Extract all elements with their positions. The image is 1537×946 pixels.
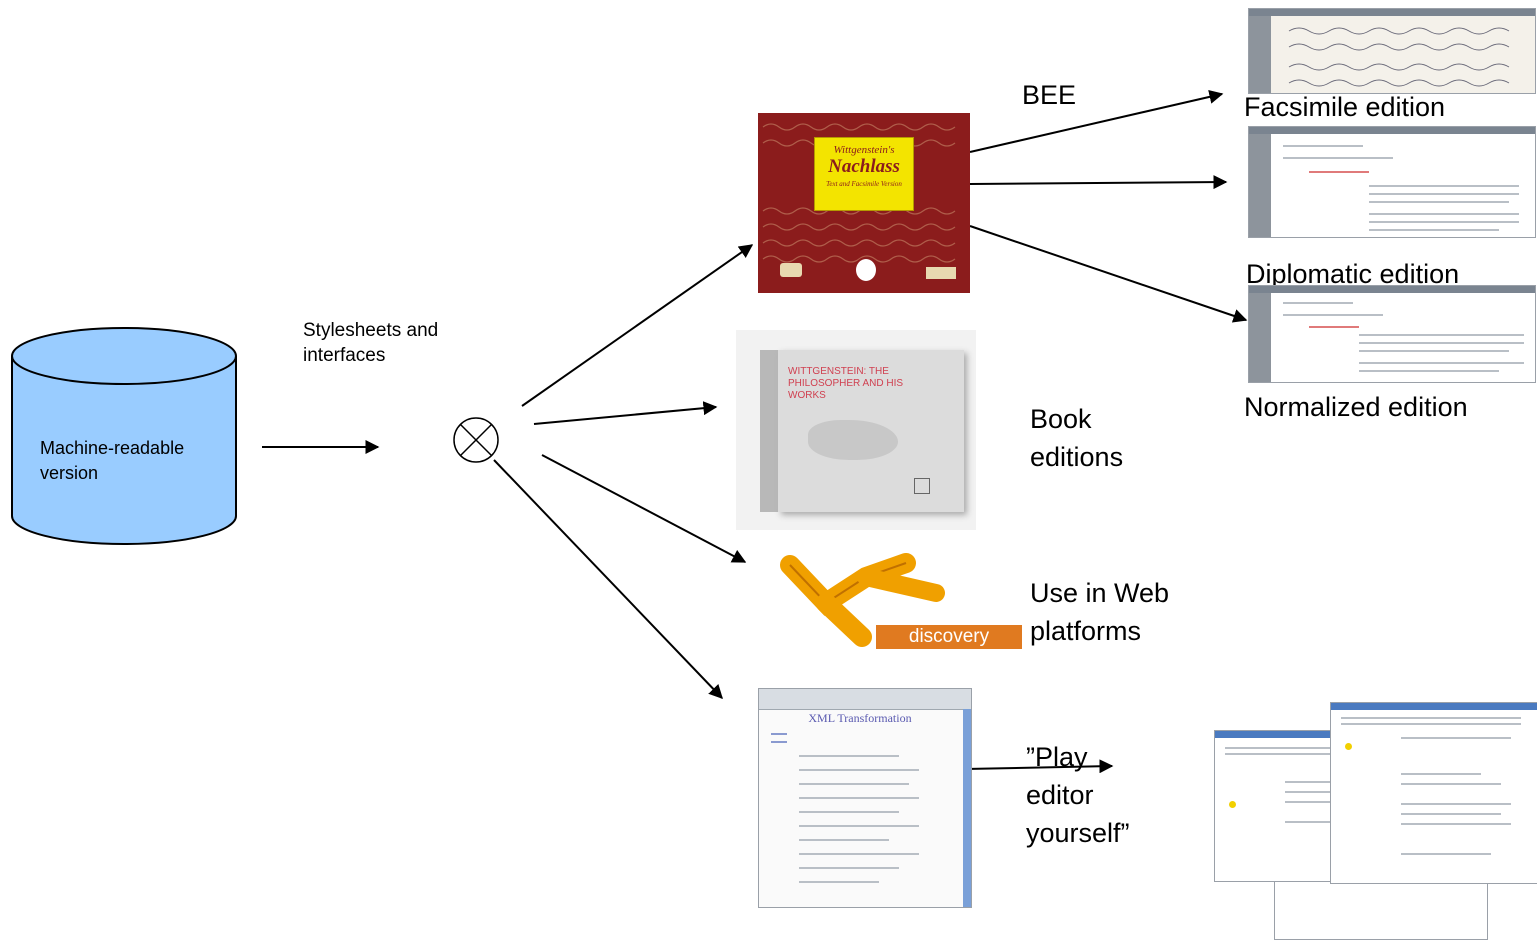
normalized-label: Normalized edition [1244,392,1468,422]
browser-toolbar [759,689,971,710]
nachlass-publisher-mark [926,267,956,279]
book-illustration [808,420,898,460]
arrow-hub-to-discovery [541,454,747,563]
stylesheets-label: Stylesheets and interfaces [303,320,439,366]
diplomatic-label: Diplomatic edition [1246,259,1460,289]
book-front: WITTGENSTEIN: THE PHILOSOPHER AND HIS WO… [778,350,964,512]
discovery-logo-mark [780,553,945,647]
window-sidebar [1249,16,1271,93]
arrow-hub-to-book [533,401,718,425]
discovery-logo: discovery [766,553,1024,653]
note-icon [1345,743,1352,750]
xml-title: XML Transformation [808,711,912,725]
normalized-screenshot [1248,285,1536,383]
book-spine [760,350,778,512]
arrow-to-normalized [969,225,1248,323]
handwriting-lines [1288,27,1510,87]
discovery-wordmark: discovery [876,625,1022,649]
browser-scrollbar [963,709,971,907]
nachlass-title-line1: Wittgenstein's [833,144,895,156]
note-icon [1229,801,1236,808]
bee-label: BEE [1022,80,1077,110]
arrow-hub-to-nachlass [521,244,754,407]
play-editor-label: ”Play editor yourself” [1026,742,1130,848]
database-cylinder [11,327,237,545]
nachlass-subtitle: Text and Facsimile Version [826,180,902,188]
nachlass-title-box: Wittgenstein's Nachlass Text and Facsimi… [814,137,914,211]
diplomatic-screenshot [1248,126,1536,238]
nachlass-title-line2: Nachlass [828,156,900,177]
facsimile-screenshot [1248,8,1536,94]
nachlass-seal-center [854,257,878,283]
hub-symbol [453,417,499,463]
arrow-to-facsimile [969,90,1224,153]
book-editions-label: Book editions [1030,404,1124,472]
database-label: Machine-readable version [40,438,185,483]
facsimile-label: Facsimile edition [1244,92,1446,122]
window-titlebar [1249,286,1535,293]
arrow-to-diplomatic [969,175,1228,190]
editor-screenshot-front [1330,702,1537,884]
window-sidebar [1249,293,1271,382]
xml-transformation-screenshot: XML Transformation [758,688,972,908]
arrow-hub-to-xml [493,459,723,700]
web-platforms-label: Use in Web platforms [1030,578,1170,646]
window-titlebar [1249,127,1535,134]
arrow-xml-to-play [964,759,1114,774]
window-titlebar [1249,9,1535,16]
window-sidebar [1249,134,1271,237]
book-publisher-mark [914,478,930,494]
book-title: WITTGENSTEIN: THE PHILOSOPHER AND HIS WO… [788,366,904,401]
book-cover-image: WITTGENSTEIN: THE PHILOSOPHER AND HIS WO… [736,330,976,530]
nachlass-cover-image: Wittgenstein's Nachlass Text and Facsimi… [758,113,970,293]
nachlass-seal-left [780,263,802,277]
